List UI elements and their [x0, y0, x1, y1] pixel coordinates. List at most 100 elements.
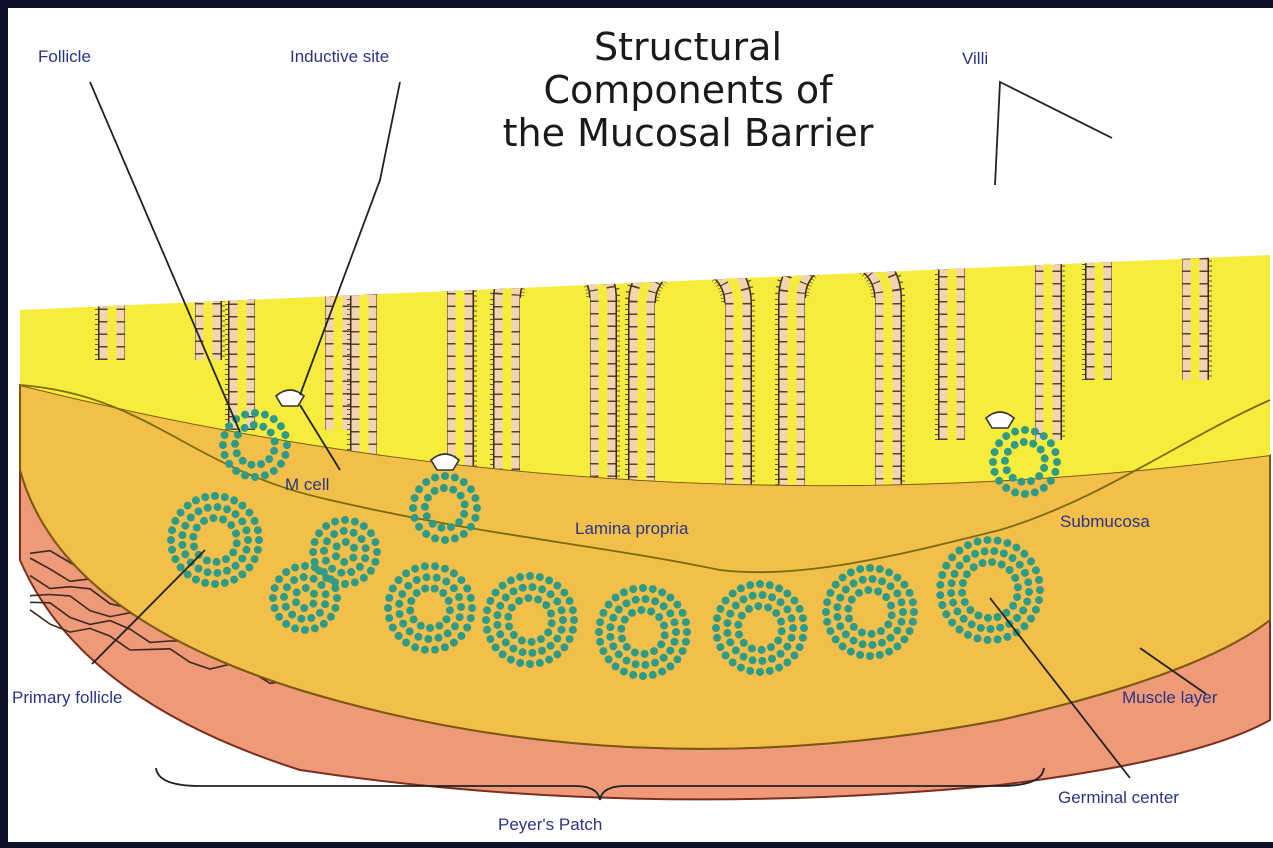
lymphocyte	[460, 510, 468, 518]
lymphocyte	[864, 586, 872, 594]
lymphocyte	[431, 474, 439, 482]
lymphocyte	[1004, 448, 1012, 456]
lymphocyte	[473, 504, 481, 512]
lymphocyte	[282, 620, 290, 628]
lymphocyte	[451, 534, 459, 542]
lymphocyte	[553, 582, 561, 590]
lymphocyte	[457, 576, 465, 584]
lymphocyte	[455, 518, 463, 526]
lymphocyte	[637, 606, 645, 614]
lymphocyte	[547, 642, 555, 650]
lymphocyte	[221, 451, 229, 459]
lymphocyte	[508, 604, 516, 612]
lymphocyte	[457, 492, 465, 500]
lymphocyte	[639, 672, 647, 680]
lymphocyte	[960, 615, 968, 623]
lymphocyte	[486, 597, 494, 605]
lymphocyte	[847, 568, 855, 576]
lymphocyte	[953, 607, 961, 615]
lymphocyte	[671, 638, 679, 646]
lymphocyte	[328, 565, 336, 573]
lymphocyte	[722, 651, 730, 659]
lymphocyte	[799, 634, 807, 642]
lymphocyte	[948, 579, 956, 587]
lymphocyte	[293, 588, 301, 596]
lymphocyte	[1036, 586, 1044, 594]
lymphocyte	[281, 431, 289, 439]
lymphocyte	[906, 589, 914, 597]
lymphocyte	[740, 595, 748, 603]
lymphocyte	[282, 568, 290, 576]
lymphocyte	[407, 597, 415, 605]
lymphocyte	[1011, 428, 1019, 436]
lymphocyte	[200, 517, 208, 525]
lymphocyte	[440, 484, 448, 492]
lymphocyte	[729, 658, 737, 666]
lymphocyte	[492, 589, 500, 597]
lymphocyte	[623, 643, 631, 651]
lymphocyte	[1053, 458, 1061, 466]
lymphocyte	[847, 648, 855, 656]
lymphocyte	[955, 626, 963, 634]
lymphocyte	[168, 546, 176, 554]
lymphocyte	[232, 562, 240, 570]
lymphocyte	[320, 547, 328, 555]
lymphocyte	[974, 634, 982, 642]
lymphocyte	[435, 634, 443, 642]
lymphocyte	[463, 585, 471, 593]
lymphocyte	[961, 598, 969, 606]
lymphocyte	[327, 613, 335, 621]
lymphocyte	[1016, 561, 1024, 569]
lymphocyte	[168, 526, 176, 534]
lymphocyte	[994, 537, 1002, 545]
lymphocyte	[938, 571, 946, 579]
lymphocyte	[888, 611, 896, 619]
lymphocyte	[426, 624, 434, 632]
lymphocyte	[201, 579, 209, 587]
lymphocyte	[526, 660, 534, 668]
lymphocyte	[245, 563, 253, 571]
lymphocyte	[177, 563, 185, 571]
lymphocyte	[723, 629, 731, 637]
lymphocyte	[441, 565, 449, 573]
lymphocyte	[647, 608, 655, 616]
lymphocyte	[906, 627, 914, 635]
lymphocyte	[660, 602, 668, 610]
lymphocyte	[878, 639, 886, 647]
lymphocyte	[1009, 602, 1017, 610]
lymphocyte	[682, 618, 690, 626]
m-cell	[986, 412, 1014, 428]
label-m-cell: M cell	[285, 475, 329, 494]
lymphocyte	[515, 597, 523, 605]
lymphocyte	[221, 431, 229, 439]
diagram-canvas: Structural Components of the Mucosal Bar…	[8, 8, 1273, 842]
title: Structural Components of the Mucosal Bar…	[503, 25, 874, 155]
lymphocyte	[987, 625, 995, 633]
lymphocyte	[738, 612, 746, 620]
lymphocyte	[666, 609, 674, 617]
lymphocyte	[660, 622, 668, 630]
lymphocyte	[446, 606, 454, 614]
lymphocyte	[211, 492, 219, 500]
lymphocyte	[876, 651, 884, 659]
lymphocyte	[1040, 432, 1048, 440]
lymphocyte	[510, 645, 518, 653]
lymphocyte	[1003, 633, 1011, 641]
lymphocyte	[318, 581, 326, 589]
lymphocyte	[251, 555, 259, 563]
lymphocyte	[990, 547, 998, 555]
lymphocyte	[878, 577, 886, 585]
lymphocyte	[620, 668, 628, 676]
lymphocyte	[423, 512, 431, 520]
lymphocyte	[609, 642, 617, 650]
lymphocyte	[759, 591, 767, 599]
lymphocyte	[467, 594, 475, 602]
lymphocyte	[222, 555, 230, 563]
lymphocyte	[887, 602, 895, 610]
lymphocyte	[361, 554, 369, 562]
lymphocyte	[666, 662, 674, 670]
lymphocyte	[898, 618, 906, 626]
lymphocyte	[1040, 484, 1048, 492]
lymphocyte	[649, 585, 657, 593]
lymphocyte	[238, 502, 246, 510]
